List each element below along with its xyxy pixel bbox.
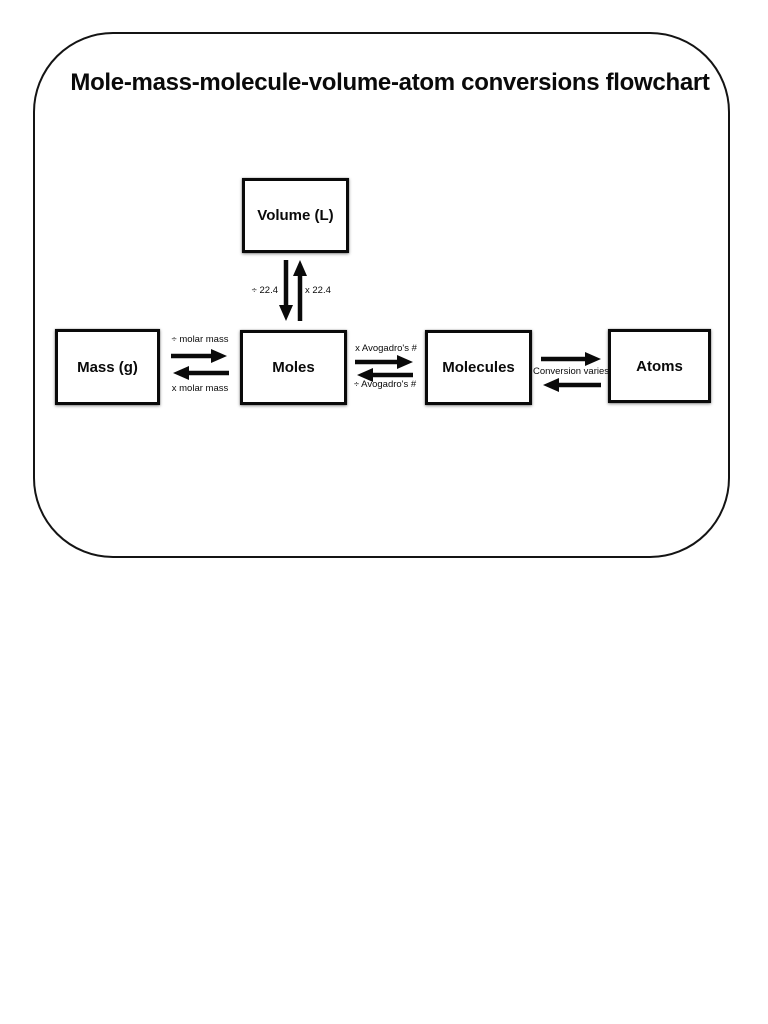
node-molecules: Molecules [425, 330, 532, 405]
edge-label-times-22-4: x 22.4 [305, 285, 331, 296]
flowchart-title: Mole-mass-molecule-volume-atom conversio… [70, 69, 710, 96]
edge-label-times-molar-mass: x molar mass [171, 383, 229, 394]
node-moles: Moles [240, 330, 347, 405]
node-moles-label: Moles [272, 359, 315, 376]
edge-label-conversion-varies: Conversion varies [532, 366, 610, 377]
node-volume-label: Volume (L) [257, 207, 334, 224]
node-volume: Volume (L) [242, 178, 349, 253]
edge-label-divide-avogadros: ÷ Avogadro's # [353, 379, 417, 390]
node-atoms-label: Atoms [636, 357, 683, 375]
edge-label-times-avogadros: x Avogadro's # [355, 343, 417, 354]
flowchart-frame [33, 32, 730, 558]
node-atoms: Atoms [608, 329, 711, 403]
edge-label-divide-molar-mass: ÷ molar mass [171, 334, 229, 345]
node-mass: Mass (g) [55, 329, 160, 405]
node-mass-label: Mass (g) [77, 358, 138, 376]
edge-label-divide-22-4: ÷ 22.4 [251, 285, 278, 296]
node-molecules-label: Molecules [442, 359, 515, 376]
